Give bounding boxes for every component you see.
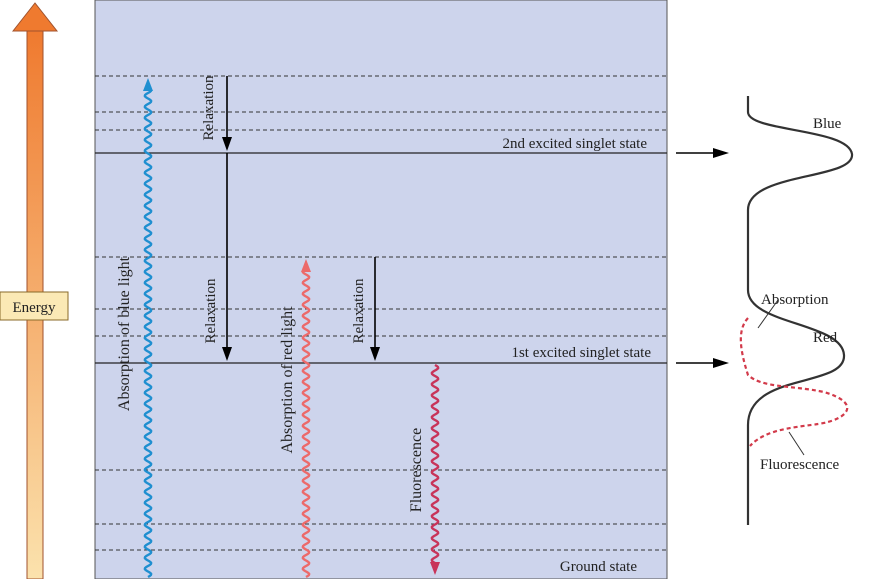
absorption-red-label: Absorption of red light (279, 306, 296, 454)
connector-arrowhead-top (713, 148, 729, 158)
relaxation-arrows (222, 76, 380, 361)
ground-state-label: Ground state (560, 559, 637, 575)
energy-level-panel (94, 0, 668, 579)
red-absorption-arrowhead (301, 259, 311, 272)
fluorescence-spectrum-curve (739, 317, 849, 447)
first-excited-state-label: 1st excited singlet state (511, 345, 651, 361)
energy-label-box (0, 291, 69, 321)
relaxation-arrowhead-upper (222, 137, 232, 151)
absorption-leader-line (757, 299, 779, 329)
fluorescence-arrowhead (430, 562, 440, 575)
relaxation-label-upper: Relaxation (201, 75, 217, 140)
spectrum-fluorescence-label: Fluorescence (760, 457, 839, 473)
energy-label: Energy (12, 300, 56, 316)
blue-absorption-wave (143, 89, 153, 579)
second-excited-state-label: 2nd excited singlet state (502, 136, 647, 152)
spectrum-connectors (676, 148, 729, 368)
vibrational-levels (95, 75, 667, 551)
relaxation-arrowhead-right (370, 347, 380, 361)
fluorescence-leader-line (788, 431, 805, 456)
spectrum-absorption-label: Absorption (761, 292, 829, 308)
spectrum-blue-label: Blue (813, 116, 842, 132)
relaxation-arrowhead-middle (222, 347, 232, 361)
relaxation-label-middle: Relaxation (203, 278, 219, 343)
absorption-blue-label: Absorption of blue light (116, 256, 133, 411)
blue-absorption-arrowhead (143, 78, 153, 91)
fluorescence-arrow-label: Fluorescence (408, 428, 425, 512)
relaxation-label-right: Relaxation (351, 278, 367, 343)
connector-arrowhead-bottom (713, 358, 729, 368)
red-absorption-wave (301, 270, 311, 579)
electronic-states (95, 152, 667, 364)
energy-arrow-head (11, 2, 59, 32)
absorption-spectrum-curve (746, 96, 854, 525)
spectrum-red-label: Red (813, 330, 838, 346)
energy-arrow: Energy (0, 2, 69, 579)
fluorescence-wave (430, 363, 440, 565)
